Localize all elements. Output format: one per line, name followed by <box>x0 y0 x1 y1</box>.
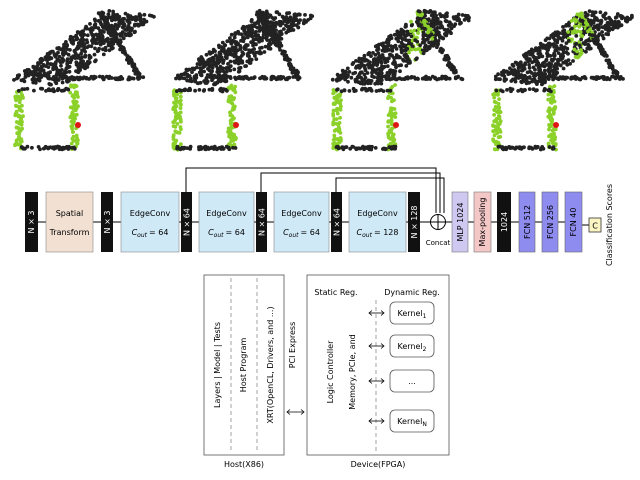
kernel-label: KernelN <box>397 417 427 428</box>
svg-text:Cout= 128: Cout= 128 <box>357 228 399 239</box>
kernel-arrow <box>368 310 385 316</box>
system-architecture: Layers | Model | Tests Host Program XRT(… <box>203 274 450 469</box>
tensor-bar-ec3: N × 64 <box>331 192 342 252</box>
tensor-bar-input: N × 3 <box>25 192 38 252</box>
flow-arrows <box>38 221 589 226</box>
cout-label: Cout= 64 <box>132 228 169 239</box>
point-cloud-1 <box>12 9 156 152</box>
class-box: C <box>588 217 602 233</box>
svg-text:EdgeConv: EdgeConv <box>281 209 322 218</box>
fcn-block-3: FCN 40 <box>564 191 583 253</box>
point-cloud-row <box>12 8 634 152</box>
svg-text:N × 64: N × 64 <box>183 208 192 236</box>
svg-text:Cout= 64: Cout= 64 <box>208 228 245 239</box>
classification-scores-label: Classification Scores <box>605 184 614 266</box>
point-cloud-3 <box>330 8 471 152</box>
svg-text:1024: 1024 <box>500 212 509 232</box>
query-point <box>393 122 399 128</box>
query-point <box>233 122 239 128</box>
kernel-arrow <box>368 343 385 349</box>
svg-text:C: C <box>592 222 598 231</box>
svg-text:N × 3: N × 3 <box>103 211 112 234</box>
kernel-3: ... <box>368 369 435 393</box>
svg-text:FCN 256: FCN 256 <box>546 205 555 239</box>
tensor-bar-pooled: 1024 <box>497 192 511 252</box>
edgeconv-block-2: EdgeConv Cout= 64 <box>198 191 255 253</box>
tensor-bar-ec2: N × 64 <box>256 192 267 252</box>
kernel-2: Kernel2 <box>368 334 435 358</box>
svg-text:EdgeConv: EdgeConv <box>130 209 171 218</box>
svg-text:N × 64: N × 64 <box>258 208 267 236</box>
dynamic-region-label: Dynamic Reg. <box>384 288 440 297</box>
point-cloud-4 <box>491 9 634 152</box>
kernel-label: ... <box>408 377 416 386</box>
svg-text:FCN 40: FCN 40 <box>569 208 578 237</box>
tensor-bar-ec1: N × 64 <box>181 192 192 252</box>
svg-text:Spatial: Spatial <box>56 209 84 218</box>
svg-text:EdgeConv: EdgeConv <box>206 209 247 218</box>
static-region-label: Static Reg. <box>314 288 357 297</box>
svg-text:Max-pooling: Max-pooling <box>478 198 487 247</box>
edgeconv-block-4: EdgeConv Cout= 128 <box>348 191 407 253</box>
edgeconv-block-1: EdgeConv Cout= 64 <box>120 191 180 253</box>
tensor-label: N × 3 <box>27 211 36 234</box>
tensor-bar-ec4: N × 128 <box>408 192 420 252</box>
query-point <box>553 122 559 128</box>
concat-node: Concat <box>426 214 451 247</box>
kernel-label: Kernel2 <box>398 342 427 353</box>
host-caption: Host(X86) <box>224 460 264 469</box>
pci-double-arrow <box>286 409 305 415</box>
mlp-block: MLP 1024 <box>451 191 469 253</box>
host-layers-label: Layers | Model | Tests <box>213 322 222 408</box>
pci-express-label: PCI Express <box>288 322 297 369</box>
maxpool-block: Max-pooling <box>473 191 492 253</box>
svg-text:N × 64: N × 64 <box>333 208 342 236</box>
kernel-1: Kernel1 <box>368 301 435 325</box>
kernel-arrow <box>368 378 385 384</box>
svg-text:Concat: Concat <box>426 239 451 247</box>
svg-text:FCN 512: FCN 512 <box>523 205 532 239</box>
logic-controller-label: Logic Controller <box>326 340 335 404</box>
point-cloud-2 <box>171 8 315 152</box>
kernel-label: Kernel1 <box>398 309 427 320</box>
host-box <box>203 274 285 456</box>
spatial-transform-block: Spatial Transform <box>45 191 94 253</box>
tensor-bar-transformed: N × 3 <box>101 192 113 252</box>
memory-pcie-label: Memory, PCIe, and <box>348 334 357 409</box>
svg-text:EdgeConv: EdgeConv <box>357 209 398 218</box>
fcn-block-1: FCN 512 <box>518 191 536 253</box>
kernel-arrow <box>368 418 385 424</box>
fcn-block-2: FCN 256 <box>541 191 559 253</box>
svg-text:N × 128: N × 128 <box>410 205 419 238</box>
query-point <box>75 122 81 128</box>
xrt-label: XRT(OpenCL, Drivers, and ...) <box>266 306 275 423</box>
dgcnn-pipeline: N × 3 Spatial Transform N × 3 EdgeConv C… <box>25 167 614 266</box>
svg-text:Cout= 64: Cout= 64 <box>283 228 320 239</box>
svg-text:Transform: Transform <box>49 228 90 237</box>
kernel-4: KernelN <box>368 409 435 433</box>
host-program-label: Host Program <box>239 338 248 393</box>
skip-connections <box>185 167 445 213</box>
edgeconv-block-3: EdgeConv Cout= 64 <box>273 191 330 253</box>
svg-text:MLP 1024: MLP 1024 <box>456 202 465 241</box>
device-caption: Device(FPGA) <box>351 460 406 469</box>
